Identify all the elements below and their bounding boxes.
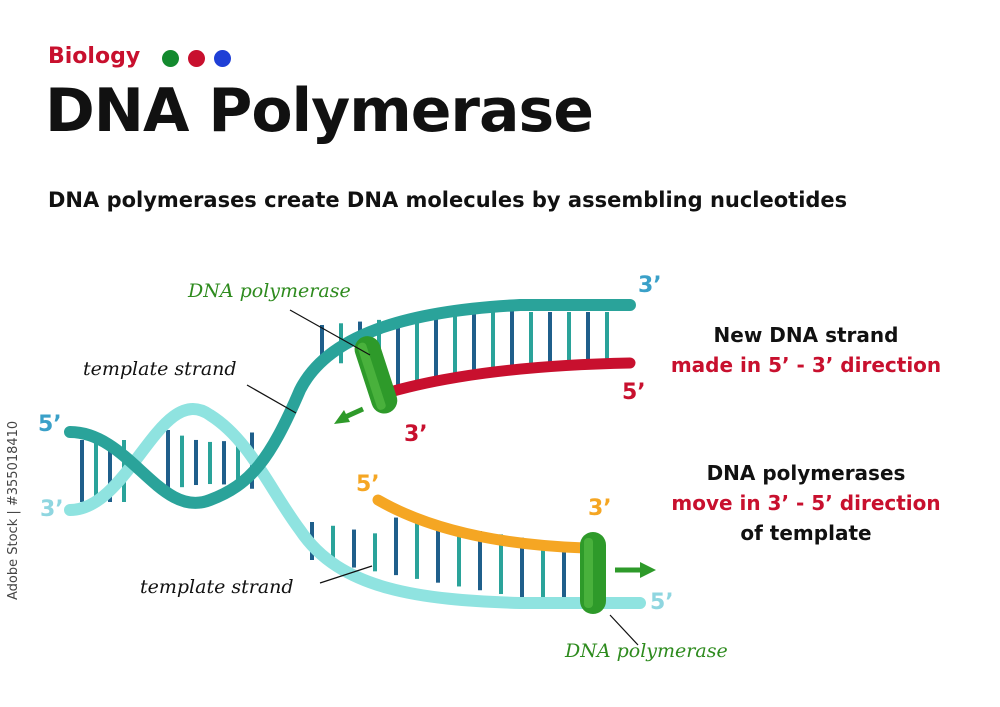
- leader-line-polymerase-top: [289, 309, 371, 356]
- note-move-line2: move in 3’ - 5’ direction: [671, 491, 941, 515]
- label-template-top: template strand: [83, 358, 237, 380]
- red-dot-icon: [188, 50, 205, 67]
- note-new-strand-line1: New DNA strand: [713, 323, 899, 347]
- end-bottom-template-5: 5’: [650, 590, 674, 615]
- category-label: Biology: [48, 44, 141, 69]
- page-title: DNA Polymerase: [45, 76, 594, 146]
- leader-line-polymerase-bottom: [609, 614, 639, 646]
- note-move-line1: DNA polymerases: [706, 461, 906, 485]
- arrow-right-icon: [615, 562, 656, 578]
- end-left-top-5: 5’: [38, 412, 62, 437]
- end-lagging-3: 3’: [588, 496, 612, 521]
- stock-watermark: Adobe Stock | #355018410: [6, 420, 21, 600]
- end-new-strand-3: 3’: [404, 422, 428, 447]
- end-lagging-5: 5’: [356, 472, 380, 497]
- dna-polymerase-top-enzyme: [354, 336, 398, 414]
- green-dot-icon: [162, 50, 179, 67]
- dna-polymerase-bottom-enzyme: [580, 532, 606, 614]
- lagging-strand: [372, 494, 591, 554]
- end-new-strand-5: 5’: [622, 380, 646, 405]
- note-move-line3: of template: [740, 521, 872, 545]
- page-subtitle: DNA polymerases create DNA molecules by …: [48, 188, 848, 212]
- leader-line-template-bottom: [319, 565, 373, 584]
- leader-line-template-top: [246, 384, 297, 414]
- label-template-bottom: template strand: [140, 576, 294, 598]
- blue-dot-icon: [214, 50, 231, 67]
- teal-template-strand: [64, 299, 636, 509]
- label-polymerase-bottom: DNA polymerase: [565, 640, 728, 662]
- new-dna-strand: [384, 357, 636, 398]
- end-left-bottom-3: 3’: [40, 497, 64, 522]
- light-template-strand: [64, 403, 646, 609]
- category-dots: [162, 50, 231, 67]
- arrow-left-icon: [334, 406, 365, 424]
- end-top-template-3: 3’: [638, 273, 662, 298]
- label-polymerase-top: DNA polymerase: [188, 280, 351, 302]
- note-new-strand-line2: made in 5’ - 3’ direction: [670, 353, 942, 377]
